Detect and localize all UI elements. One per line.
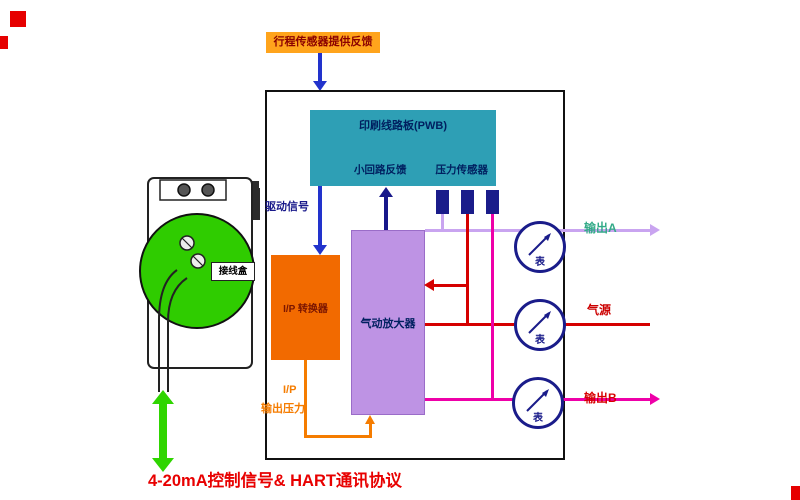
drive-signal-arrow-shaft — [318, 186, 322, 245]
pressure-sensor-block — [436, 190, 449, 214]
gauge-label: 表 — [535, 257, 545, 268]
wire-icon — [167, 277, 188, 392]
junction-box-label: 接线盒 — [211, 262, 255, 281]
control-signal-arrow-shaft — [159, 403, 167, 459]
actuator-top-plate-icon — [159, 179, 227, 201]
ip-output-label: 输出压力 — [261, 403, 305, 415]
arrow-down-icon — [313, 81, 327, 91]
arrow-up-icon — [379, 187, 393, 197]
pressure-gauge-output-a: 表 — [514, 221, 566, 273]
drive-signal-label: 驱动信号 — [265, 201, 309, 213]
arrow-right-icon — [650, 393, 660, 405]
arrow-left-icon — [424, 279, 434, 291]
pwb-pressure-sensor-label: 压力传感器 — [435, 164, 489, 176]
bolt-icon — [177, 183, 191, 197]
gauge-needle-icon — [526, 389, 549, 412]
arrow-up-icon — [365, 415, 375, 424]
pressure-sensor-block — [486, 190, 499, 214]
ip-output-path — [369, 424, 372, 438]
bolt-icon — [201, 183, 215, 197]
arrow-right-icon — [650, 224, 660, 236]
pwb-loop-feedback-label: 小回路反馈 — [354, 164, 407, 176]
arrow-down-icon — [152, 458, 174, 472]
gauge-needle-icon — [528, 311, 551, 334]
arrow-up-icon — [152, 390, 174, 404]
wire-icon — [158, 269, 178, 392]
red-square-decoration — [0, 36, 8, 49]
air-supply-branch — [433, 284, 469, 287]
arrow-down-icon — [313, 245, 327, 255]
pressure-sensor-block — [461, 190, 474, 214]
air-supply-sensor-tap — [466, 214, 469, 326]
output-a-label: 输出A — [584, 221, 617, 235]
pressure-gauge-output-b: 表 — [512, 377, 564, 429]
air-supply-label: 气源 — [587, 303, 612, 317]
feedback-arrow-shaft — [318, 53, 322, 82]
gauge-needle-icon — [528, 233, 551, 256]
gauge-label: 表 — [533, 413, 543, 424]
ip-output-label: I/P — [283, 384, 297, 396]
pressure-gauge-supply: 表 — [514, 299, 566, 351]
pwb-box: 印刷线路板(PWB) 小回路反馈 压力传感器 — [310, 110, 496, 186]
control-signal-caption: 4-20mA控制信号& HART通讯协议 — [148, 472, 402, 490]
ip-converter-box: I/P 转换器 — [271, 255, 340, 360]
output-b-label: 输出B — [584, 391, 617, 405]
red-square-decoration — [791, 486, 800, 500]
output-b-sensor-tap — [491, 214, 494, 401]
positioner-enclosure — [265, 90, 565, 460]
red-square-decoration — [10, 11, 26, 27]
gauge-label: 表 — [535, 335, 545, 346]
ip-output-path — [304, 435, 372, 438]
output-a-sensor-tap — [441, 214, 444, 232]
pneumatic-amplifier-box: 气动放大器 — [351, 230, 425, 415]
pwb-title: 印刷线路板(PWB) — [359, 120, 447, 132]
travel-sensor-feedback-label: 行程传感器提供反馈 — [266, 32, 380, 53]
ip-output-path — [304, 360, 307, 438]
loop-feedback-arrow-shaft — [384, 197, 388, 230]
valve-actuator-drawing — [139, 177, 260, 392]
